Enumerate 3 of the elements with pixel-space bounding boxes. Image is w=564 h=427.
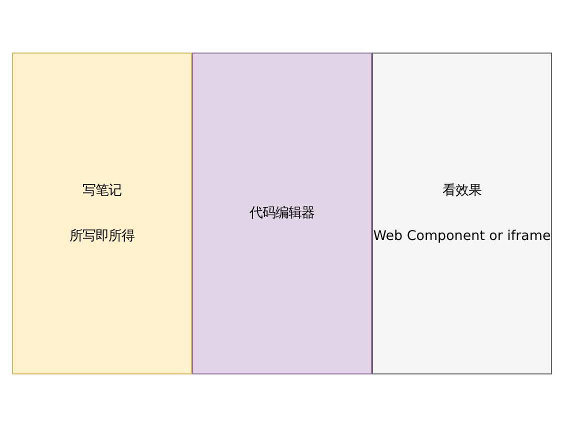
node-box: 看效果 Web Component or iframe (372, 52, 552, 374)
node-box: 代码编辑器 (192, 52, 372, 374)
node-box: 写笔记 所写即所得 (12, 52, 192, 374)
